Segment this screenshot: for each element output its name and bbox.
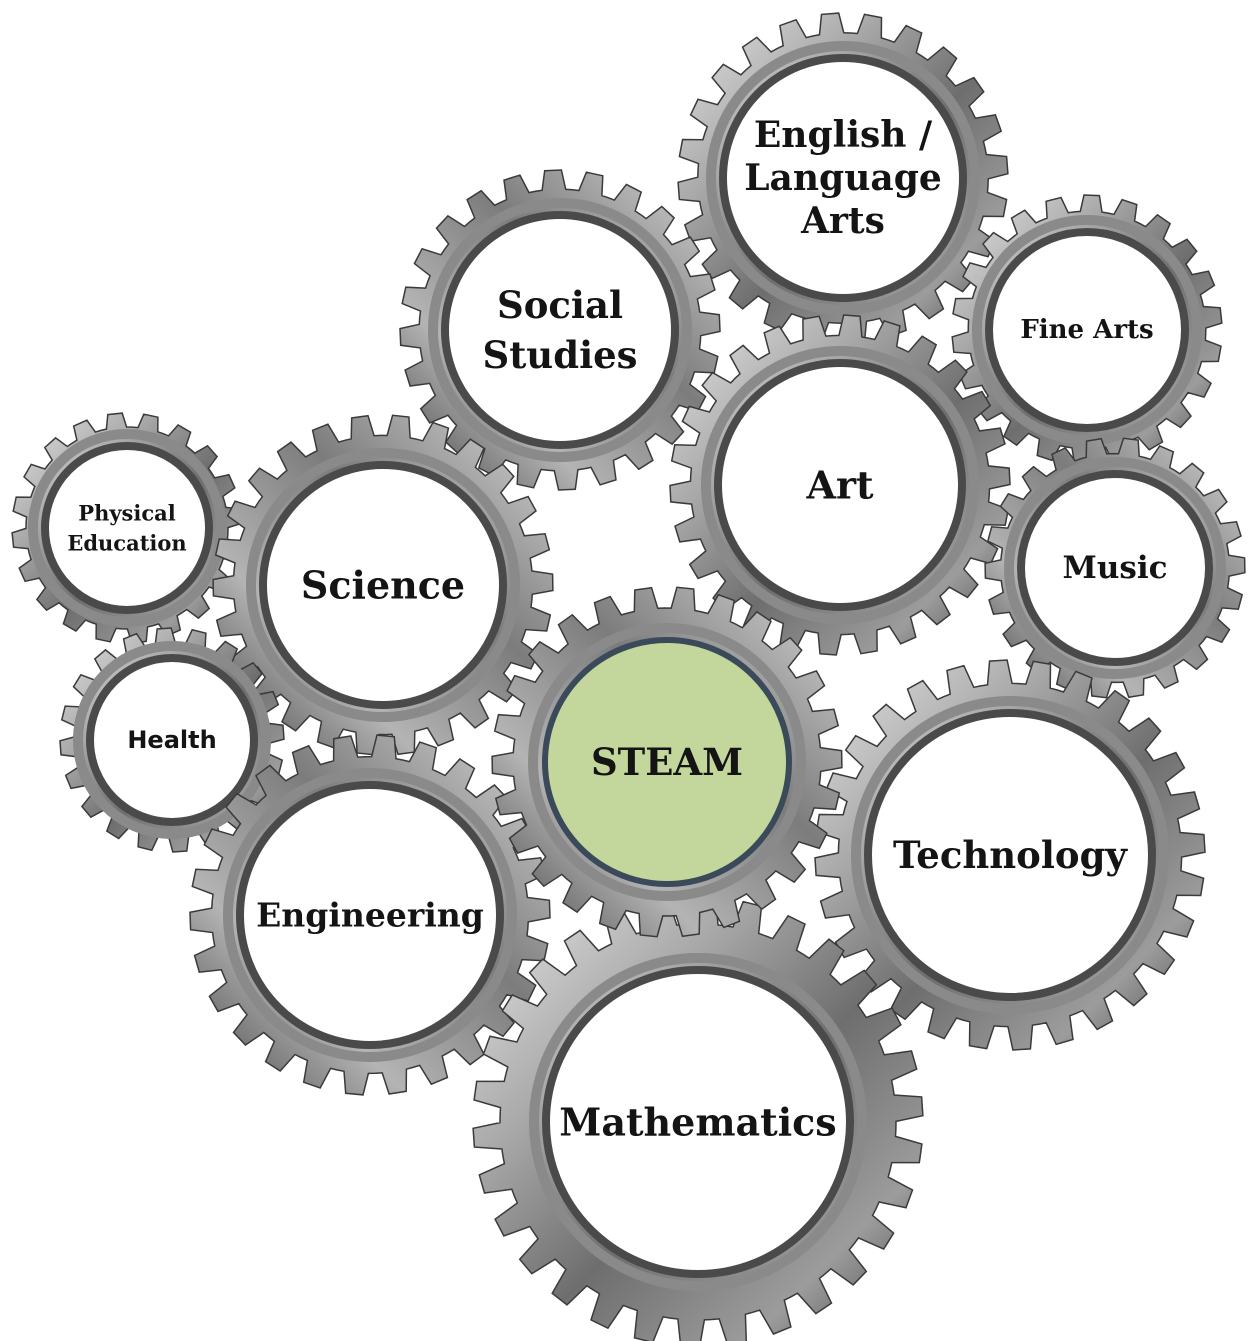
gear-face-fine-arts bbox=[985, 228, 1189, 432]
gear-mathematics: Mathematics bbox=[472, 896, 924, 1341]
gear-label-mathematics: Mathematics bbox=[559, 1100, 836, 1145]
gear-band-english bbox=[706, 41, 980, 315]
gear-band-engineering bbox=[223, 768, 517, 1062]
gear-steam: STEAM bbox=[491, 586, 843, 938]
gear-science: Science bbox=[212, 414, 554, 756]
gear-label-social-studies-line-1: Social bbox=[497, 283, 623, 327]
gear-face-mathematics bbox=[542, 966, 854, 1278]
gear-label-art: Art bbox=[805, 463, 874, 508]
gear-band-art bbox=[701, 346, 979, 624]
gear-label-fine-arts: Fine Arts bbox=[1020, 315, 1153, 345]
gear-face-social-studies bbox=[441, 211, 679, 449]
gear-face-technology bbox=[864, 709, 1156, 1001]
gear-label-music: Music bbox=[1063, 550, 1168, 586]
gear-fine-arts: Fine Arts bbox=[951, 194, 1223, 466]
gear-label-science: Science bbox=[301, 563, 465, 608]
gear-band-mathematics bbox=[529, 953, 867, 1291]
gear-health: Health bbox=[59, 627, 285, 853]
gear-engineering: Engineering bbox=[189, 734, 551, 1096]
gear-label-english-line-1: English / bbox=[754, 114, 933, 156]
gear-face-english bbox=[719, 54, 967, 302]
gear-band-music bbox=[1004, 457, 1226, 679]
gear-band-fine-arts bbox=[972, 215, 1202, 445]
gear-label-engineering: Engineering bbox=[256, 896, 484, 935]
gear-face-engineering bbox=[236, 781, 504, 1049]
gear-art: Art bbox=[669, 314, 1011, 656]
gear-face-art bbox=[714, 359, 966, 611]
gear-band-technology bbox=[851, 696, 1169, 1014]
gear-label-english-line-3: Arts bbox=[800, 200, 885, 242]
gear-label-social-studies-line-2: Studies bbox=[482, 333, 637, 377]
gear-band-steam bbox=[528, 623, 806, 901]
gear-face-physical-education bbox=[41, 442, 213, 614]
gear-band-science bbox=[246, 448, 520, 722]
gear-band-health bbox=[73, 641, 271, 839]
gear-technology: Technology bbox=[814, 659, 1206, 1051]
gear-label-physical-education-line-2: Education bbox=[67, 531, 186, 556]
gear-label-physical-education-line-1: Physical bbox=[78, 501, 175, 526]
gear-label-health: Health bbox=[127, 726, 216, 754]
gear-face-science bbox=[259, 461, 507, 709]
gear-band-social-studies bbox=[428, 198, 692, 462]
gear-label-technology: Technology bbox=[893, 833, 1128, 877]
gear-label-steam: STEAM bbox=[591, 740, 743, 784]
gear-face-health bbox=[86, 654, 258, 826]
gear-band-physical-education bbox=[28, 429, 226, 627]
gear-face-steam bbox=[542, 637, 792, 887]
gear-label-english-line-2: Language bbox=[744, 157, 942, 199]
gear-face-music bbox=[1017, 470, 1213, 666]
gear-music: Music bbox=[984, 437, 1246, 699]
